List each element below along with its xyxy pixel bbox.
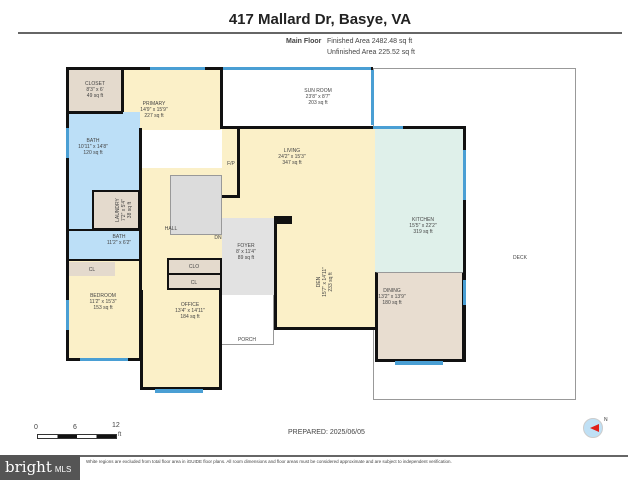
label-fireplace: F/P [227, 161, 235, 167]
closet-clo [167, 258, 222, 275]
window [371, 70, 374, 125]
wall [66, 229, 140, 231]
window [463, 150, 466, 200]
room-office [140, 290, 222, 390]
label-cl-bedroom: CL [88, 267, 96, 273]
room-closet [66, 68, 123, 112]
window [66, 300, 69, 330]
scale-bar-graphic [37, 434, 117, 439]
room-den [274, 218, 375, 330]
window [373, 126, 403, 129]
wall [121, 68, 124, 112]
room-sunroom [221, 68, 373, 128]
label-deck: DECK [513, 255, 527, 261]
wall [220, 68, 223, 128]
room-porch [222, 295, 274, 345]
compass-icon [583, 418, 603, 438]
scale-unit: ft [118, 432, 122, 438]
scale-tick-12: 12 [112, 422, 120, 429]
window [150, 67, 205, 70]
bay-window [395, 361, 443, 365]
window [66, 128, 69, 158]
window [80, 358, 128, 361]
window [463, 280, 466, 305]
room-dining [375, 272, 465, 362]
unfinished-area: Unfinished Area 225.52 sq ft [327, 49, 415, 56]
page-title: 417 Mallard Dr, Basye, VA [228, 11, 412, 28]
wall [139, 128, 142, 358]
scale-tick-6: 6 [73, 424, 77, 431]
scale-tick-0: 0 [34, 424, 38, 431]
label-down: DN [214, 235, 222, 241]
wall [463, 126, 466, 362]
label-clo: CLO [188, 264, 200, 270]
prepared-date: PREPARED: 2025/06/05 [288, 429, 365, 436]
window [223, 67, 371, 70]
room-foyer [222, 218, 274, 295]
wall [66, 67, 373, 70]
room-living [222, 128, 375, 218]
finished-area: Finished Area 2482.48 sq ft [327, 38, 413, 45]
footer-divider [22, 455, 628, 457]
room-bath [66, 112, 140, 260]
stairs [170, 175, 222, 235]
wall [274, 216, 292, 224]
closet-bedroom [68, 262, 115, 276]
wall [66, 111, 123, 114]
closet-cl [167, 275, 222, 290]
compass-label: N [604, 417, 608, 423]
room-bedroom [66, 260, 140, 360]
wall [66, 259, 140, 261]
fireplace [222, 128, 240, 198]
label-cl: CL [190, 280, 198, 286]
label-porch: PORCH [237, 337, 257, 343]
disclaimer: White regions are excluded from total fl… [86, 459, 452, 464]
wall [220, 126, 465, 129]
floor-name: Main Floor [286, 38, 322, 45]
label-hall: HALL [164, 226, 178, 232]
wall [66, 67, 69, 360]
bay-window [155, 389, 203, 393]
room-kitchen [375, 128, 465, 272]
header-divider [18, 32, 622, 34]
